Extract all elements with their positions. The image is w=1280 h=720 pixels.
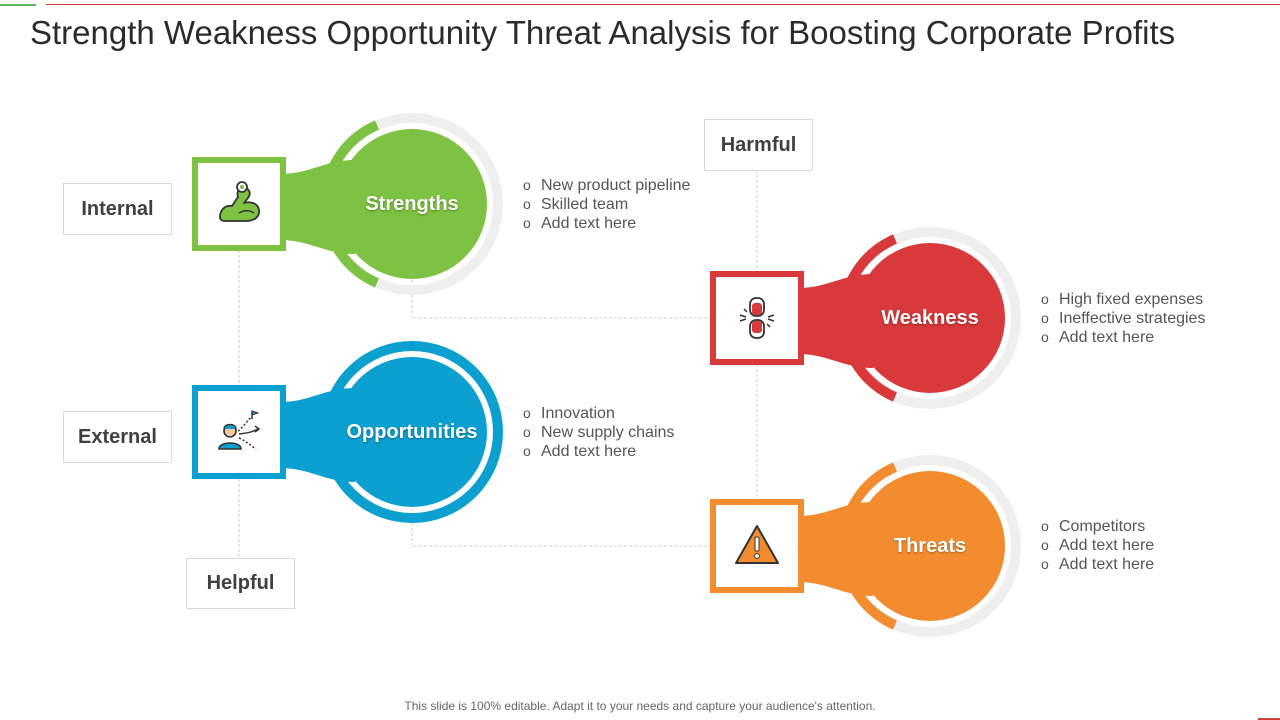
weakness-icon-box <box>710 271 804 365</box>
person-branching-paths-icon <box>218 410 261 450</box>
label-helpful: Helpful <box>186 558 295 609</box>
strengths-points: New product pipeline Skilled team Add te… <box>523 176 690 233</box>
weakness-circle: Weakness <box>855 243 1005 393</box>
label-harmful: Harmful <box>704 119 813 171</box>
opportunities-points: Innovation New supply chains Add text he… <box>523 404 674 461</box>
strengths-icon-box <box>192 157 286 251</box>
opportunities-point: New supply chains <box>523 423 674 442</box>
broken-chain-icon <box>739 297 775 339</box>
weakness-connector <box>798 274 873 368</box>
threats-point: Competitors <box>1041 517 1154 536</box>
label-external: External <box>63 411 172 463</box>
opportunities-icon-box <box>192 385 286 479</box>
strengths-circle: Strengths <box>337 129 487 279</box>
label-internal: Internal <box>63 183 172 235</box>
accent-line-green <box>0 4 36 6</box>
threats-connector <box>798 502 873 596</box>
weakness-points: High fixed expenses Ineffective strategi… <box>1041 290 1205 347</box>
opportunities-point: Innovation <box>523 404 674 423</box>
strengths-connector <box>280 160 355 254</box>
opportunities-point: Add text here <box>523 442 674 461</box>
threats-circle: Threats <box>855 471 1005 621</box>
threats-point: Add text here <box>1041 536 1154 555</box>
threats-icon-box <box>710 499 804 593</box>
strengths-point: Skilled team <box>523 195 690 214</box>
strengths-point: Add text here <box>523 214 690 233</box>
opportunities-label: Opportunities <box>346 420 478 443</box>
opportunities-connector <box>280 388 355 482</box>
corner-accent <box>1258 718 1280 720</box>
slide-title: Strength Weakness Opportunity Threat Ana… <box>30 14 1176 51</box>
warning-triangle-icon <box>735 525 779 564</box>
flexed-arm-icon <box>219 181 260 222</box>
weakness-point: Add text here <box>1041 328 1205 347</box>
weakness-point: High fixed expenses <box>1041 290 1205 309</box>
footer-note: This slide is 100% editable. Adapt it to… <box>404 699 876 713</box>
opportunities-circle: Opportunities <box>337 357 487 507</box>
weakness-point: Ineffective strategies <box>1041 309 1205 328</box>
strengths-label: Strengths <box>365 192 459 215</box>
threats-point: Add text here <box>1041 555 1154 574</box>
strengths-point: New product pipeline <box>523 176 690 195</box>
threats-label: Threats <box>893 534 967 557</box>
weakness-label: Weakness <box>881 306 979 329</box>
accent-line-red <box>46 4 1280 5</box>
threats-points: Competitors Add text here Add text here <box>1041 517 1154 574</box>
